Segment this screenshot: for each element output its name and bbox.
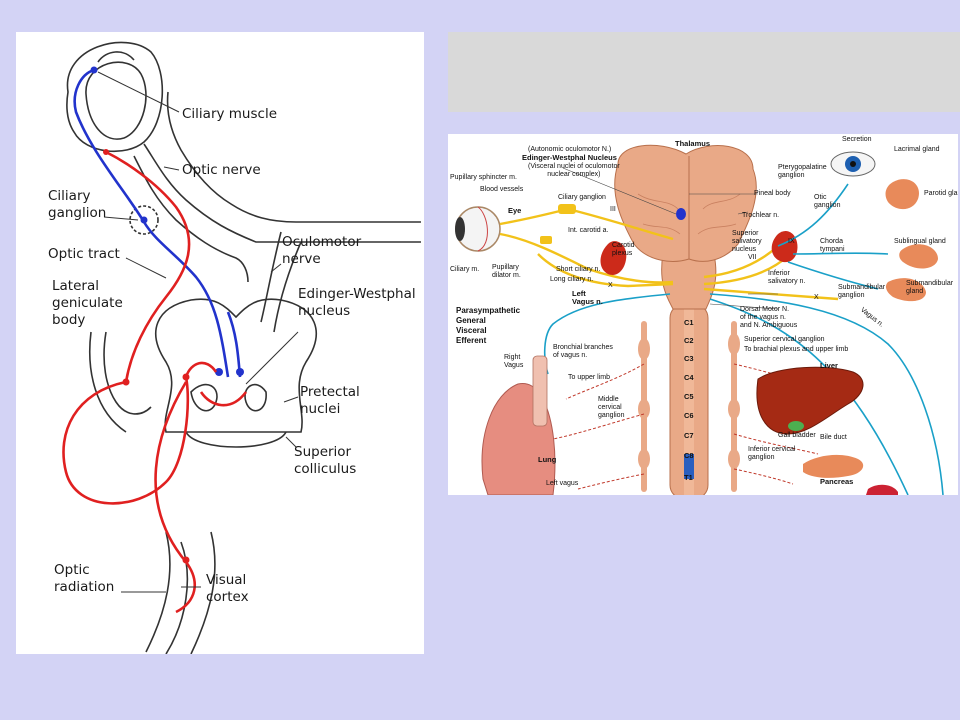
- label-middle-cervical: Middle cervical ganglion: [598, 396, 625, 419]
- label-to-brachial: To brachial plexus and upper limb: [744, 346, 849, 353]
- label-blood-vessels: Blood vessels: [480, 186, 524, 193]
- label-long-ciliary: Long ciliary n.: [550, 276, 594, 283]
- label-c2: C2: [684, 336, 694, 345]
- label-inferior-salivatory: Inferior salivatory n.: [768, 270, 806, 285]
- eyeball-inner: [85, 61, 147, 140]
- label-ciliary-muscle: Ciliary muscle: [182, 106, 278, 122]
- label-vii: VII: [748, 254, 757, 261]
- ciliary-ganglion-circle: [129, 205, 159, 235]
- label-lateral-geniculate: Lateral geniculate body: [52, 278, 123, 328]
- pupillary-reflex-drawing: [62, 41, 421, 654]
- eyeball-outline: [66, 41, 164, 153]
- label-inferior-cervical: Inferior cervical ganglion: [748, 446, 796, 461]
- title-placeholder-box: [448, 32, 960, 112]
- label-c1: C1: [684, 318, 694, 327]
- label-parasympathetic: Parasympathetic General Visceral Efferen…: [456, 306, 521, 345]
- label-left-vagus-bottom: Left vagus: [546, 480, 579, 487]
- label-carotid-plexus: Carotid plexus: [612, 242, 635, 257]
- afferent-pathway: [105, 150, 191, 383]
- label-pancreas: Pancreas: [820, 477, 854, 486]
- label-to-upper-limb: To upper limb: [568, 374, 611, 381]
- parasympathetic-diagram: Thalamus (Autonomic oculomotor N.) Eding…: [448, 134, 958, 495]
- label-secretion: Secretion: [842, 136, 872, 143]
- label-gall-bladder: Gall bladder: [778, 432, 816, 439]
- cornea: [97, 51, 135, 63]
- label-c4: C4: [684, 373, 694, 382]
- label-pretectal-nuclei: Pretectal nuclei: [300, 384, 360, 417]
- label-edinger-westphal-nucleus: Edinger-Westphal Nucleus: [522, 153, 617, 162]
- label-pupillary-sphincter: Pupillary sphincter m.: [450, 174, 517, 181]
- label-superior-salivatory: Superior salivatory nucleus: [732, 230, 762, 253]
- label-optic-radiation: Optic radiation: [54, 562, 115, 595]
- label-x-right: X: [814, 294, 819, 301]
- label-optic-nerve: Optic nerve: [182, 162, 261, 178]
- label-otic-ganglion: Otic ganglion: [814, 194, 841, 209]
- label-pineal-body: Pineal body: [754, 190, 791, 197]
- label-right-vagus: Right Vagus: [504, 354, 524, 369]
- label-optic-tract: Optic tract: [48, 246, 120, 262]
- label-edinger-westphal: Edinger-Westphal nucleus: [298, 286, 416, 319]
- label-parotid-gland: Parotid gland: [924, 190, 958, 197]
- brainstem: [661, 253, 717, 310]
- carotid-plexus: [600, 241, 627, 275]
- label-ciliary-ganglion: Ciliary ganglion: [48, 188, 107, 221]
- label-lung: Lung: [538, 455, 557, 464]
- label-submandibular-ganglion: Submandibular ganglion: [838, 284, 886, 299]
- label-bronchial-branches: Bronchial branches of vagus n.: [553, 344, 613, 359]
- label-superior-colliculus: Superior colliculus: [294, 444, 357, 477]
- label-ciliary-m: Ciliary m.: [450, 266, 480, 273]
- label-thalamus: Thalamus: [675, 139, 711, 148]
- label-ciliary-ganglion: Ciliary ganglion: [558, 194, 606, 201]
- label-int-carotid: Int. carotid a.: [568, 227, 609, 234]
- label-trochlear: Trochlear n.: [742, 212, 780, 219]
- label-eye: Eye: [508, 206, 522, 215]
- label-visceral-nuclei: (Visceral nuclei of oculomotor nuclear c…: [528, 163, 620, 178]
- midbrain-outline: [155, 298, 317, 433]
- label-x-left: X: [608, 282, 613, 289]
- label-liver: Liver: [820, 361, 838, 370]
- label-ix: IX: [788, 238, 795, 245]
- label-t1: T1: [684, 473, 693, 482]
- label-visual-cortex: Visual cortex: [206, 572, 249, 605]
- label-superior-cervical: Superior cervical ganglion: [744, 336, 825, 343]
- visual-cortex-outline: [145, 531, 171, 653]
- label-bile-duct: Bile duct: [820, 434, 847, 441]
- label-lacrimal-gland: Lacrimal gland: [894, 146, 940, 153]
- label-c5: C5: [684, 392, 694, 401]
- label-sublingual-gland: Sublingual gland: [894, 238, 946, 245]
- label-c8: C8: [684, 451, 694, 460]
- parasympathetic-drawing: [455, 144, 944, 495]
- label-pterygopalatine: Pterygopalatine ganglion: [778, 164, 827, 179]
- label-dorsal-motor: Dorsal Motor N. of the vagus n. and N. A…: [740, 306, 798, 329]
- label-left-vagus: Left Vagus n.: [572, 289, 603, 306]
- pupillary-reflex-diagram: Ciliary muscle Optic nerve Ciliary gangl…: [16, 32, 424, 654]
- label-iii: III: [610, 206, 616, 213]
- label-chorda-tympani: Chorda tympani: [820, 238, 845, 253]
- label-short-ciliary: Short ciliary n.: [556, 266, 601, 273]
- label-c3: C3: [684, 354, 694, 363]
- label-pupillary-dilator: Pupillary dilator m.: [492, 264, 521, 279]
- pancreas: [803, 454, 864, 478]
- label-c7: C7: [684, 431, 694, 440]
- label-oculomotor-nerve: Oculomotor nerve: [282, 234, 362, 267]
- label-autonomic-oculomotor: (Autonomic oculomotor N.): [528, 146, 612, 153]
- label-submandibular-gland: Submandibular gland: [906, 280, 954, 295]
- label-c6: C6: [684, 411, 694, 420]
- liver: [756, 366, 864, 435]
